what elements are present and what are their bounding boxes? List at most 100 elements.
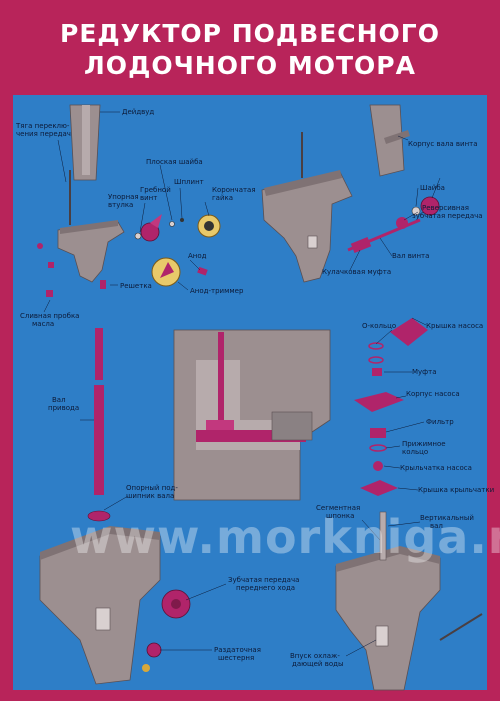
label-koronchataya-2: гайка: [212, 194, 234, 202]
label-upornaya-2: втулка: [108, 201, 134, 209]
label-val-privoda-1: Вал: [52, 396, 66, 404]
washer: [411, 206, 421, 216]
label-grebnoy-2: винт: [140, 194, 158, 202]
label-val-privoda-2: привода: [48, 404, 80, 412]
label-krylchatka-nasosa: Крыльчатка насоса: [400, 464, 472, 472]
drive-shaft: [94, 385, 104, 495]
label-opornyi-1: Опорный под-: [126, 484, 178, 492]
pump-leaders: [375, 317, 427, 491]
label-kryshka-krylchatki: Крышка крыльчатки: [418, 486, 495, 494]
label-tyaga-2: чения передач: [16, 130, 71, 138]
label-val-vinta: Вал винта: [392, 252, 430, 260]
label-anod: Анод: [188, 252, 207, 260]
header: РЕДУКТОР ПОДВЕСНОГО ЛОДОЧНОГО МОТОРА: [0, 0, 500, 95]
label-o-kolco: О-кольцо: [362, 322, 397, 330]
label-korpus-vala: Корпус вала винта: [408, 140, 478, 148]
label-slivnaya-1: Сливная пробка: [20, 312, 80, 320]
pump-assembly: [354, 317, 428, 496]
shaft-bearing: [87, 510, 111, 522]
tr-water-inlet: [307, 235, 318, 249]
label-filtr: Фильтр: [426, 418, 454, 426]
drive-shaft-upper: [95, 328, 103, 380]
top-right-assembly: [261, 104, 441, 283]
pump-cover: [390, 318, 428, 346]
tr-gearcase: [261, 171, 353, 283]
clamp-ring: [369, 444, 387, 452]
filter: [370, 428, 386, 438]
br-leaders: [345, 519, 421, 657]
label-vpusk-1: Впуск охлаж-: [290, 652, 340, 660]
o-ring: [368, 342, 384, 350]
bottom-right-assembly: [335, 511, 483, 691]
o-ring-2: [368, 356, 384, 364]
label-shplint: Шплинт: [174, 178, 204, 186]
title-line-2: ЛОДОЧНОГО МОТОРА: [84, 51, 416, 80]
bl-leaders: [160, 583, 227, 651]
br-water-inlet: [375, 625, 389, 647]
small-part-1: [37, 243, 43, 249]
bottom-left-assembly: [39, 526, 227, 685]
gearcase-plate: [60, 220, 118, 234]
label-deidvud: Дейдвуд: [122, 108, 155, 116]
dog-clutch: [350, 236, 372, 254]
cutaway-vertical-shaft: [218, 332, 224, 442]
label-razdatochnaya-1: Раздаточная: [214, 646, 261, 654]
gearcase-small: [57, 221, 125, 283]
tr-gearcase-plate: [264, 170, 342, 196]
small-gear: [142, 664, 150, 672]
propeller-blade: [150, 214, 162, 228]
title-line-1: РЕДУКТОР ПОДВЕСНОГО: [60, 19, 440, 48]
br-gearcase-top: [336, 546, 440, 572]
bl-gearcase-top: [40, 526, 160, 560]
top-right-leaders: [349, 135, 441, 271]
cotter-pin: [180, 218, 184, 222]
label-slivnaya-2: масла: [32, 320, 55, 328]
thrust-bushing: [134, 232, 142, 240]
br-gearcase: [335, 547, 441, 691]
label-opornyi-2: шипник вала: [126, 492, 175, 500]
label-mufta: Муфта: [412, 368, 437, 376]
label-reshetka: Решетка: [120, 282, 152, 290]
label-shaiba: Шайба: [420, 184, 445, 192]
label-segmentnaya-2: шпонка: [326, 512, 355, 520]
sleeve: [372, 368, 382, 376]
tr-shaft-stub: [384, 130, 410, 144]
label-zubchataya-1: Зубчатая передача: [228, 576, 300, 584]
label-grebnoy-1: Гребной: [140, 186, 171, 194]
grille: [100, 280, 106, 289]
label-upornaya-1: Упорная: [108, 193, 139, 201]
cutaway-view: [173, 329, 331, 501]
castle-nut: [204, 221, 214, 231]
label-vertikalnyi-1: Вертикальный: [420, 514, 474, 522]
deidvud-highlight: [82, 105, 90, 175]
pump-housing: [354, 392, 404, 412]
drive-shaft-leaders: [80, 419, 129, 511]
drive-shaft-group: [80, 328, 129, 522]
label-anod-trimmer: Анод-триммер: [190, 287, 244, 295]
label-vpusk-2: дающей воды: [292, 660, 344, 668]
label-razdatochnaya-2: шестерня: [218, 654, 255, 662]
flat-washer: [169, 221, 175, 227]
drain-plug: [46, 290, 53, 297]
label-reversivnaya-2: зубчатая передача: [412, 212, 483, 220]
bl-water-inlet: [95, 607, 111, 631]
label-vertikalnyi-2: вал: [430, 522, 443, 530]
label-koronchataya-1: Корончатая: [212, 186, 256, 194]
label-kryshka-nasosa: Крышка насоса: [426, 322, 484, 330]
pinion-gear: [146, 642, 162, 658]
impeller: [373, 461, 383, 471]
label-reversivnaya-1: Реверсивная: [422, 204, 470, 212]
label-tyaga-1: Тяга переклю-: [16, 122, 70, 130]
label-korpus-nasosa: Корпус насоса: [406, 390, 460, 398]
vertical-shaft: [379, 511, 387, 561]
cutaway-gears: [206, 420, 234, 430]
small-part-2: [48, 262, 54, 268]
prop-shaft-housing: [420, 196, 440, 216]
watermark: www.morkniga.ru: [70, 510, 500, 564]
reverse-gear: [396, 217, 408, 229]
cutaway-prop-hub: [271, 411, 313, 441]
label-prizhimnoe-1: Прижимное: [402, 440, 446, 448]
label-zubchataya-2: переднего хода: [236, 584, 296, 592]
impeller-cover: [360, 480, 398, 496]
